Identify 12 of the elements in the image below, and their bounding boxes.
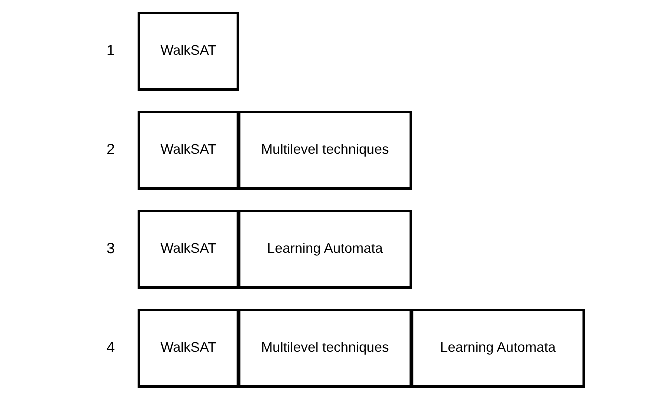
node-label: 2 xyxy=(106,141,115,158)
node-box: WalkSAT xyxy=(137,12,239,91)
node-box: WalkSAT xyxy=(137,210,239,289)
node-label: 1 xyxy=(106,42,115,60)
node-box: WalkSAT xyxy=(137,111,239,190)
node-box: Multilevel techniques xyxy=(238,309,412,388)
node-box: Learning Automata xyxy=(410,309,585,388)
node-box: Multilevel techniques xyxy=(238,111,412,190)
node-box: Learning Automata xyxy=(238,210,412,289)
node-label: 4 xyxy=(106,339,115,356)
node-box: WalkSAT xyxy=(137,309,239,388)
node-label: 3 xyxy=(106,240,115,258)
